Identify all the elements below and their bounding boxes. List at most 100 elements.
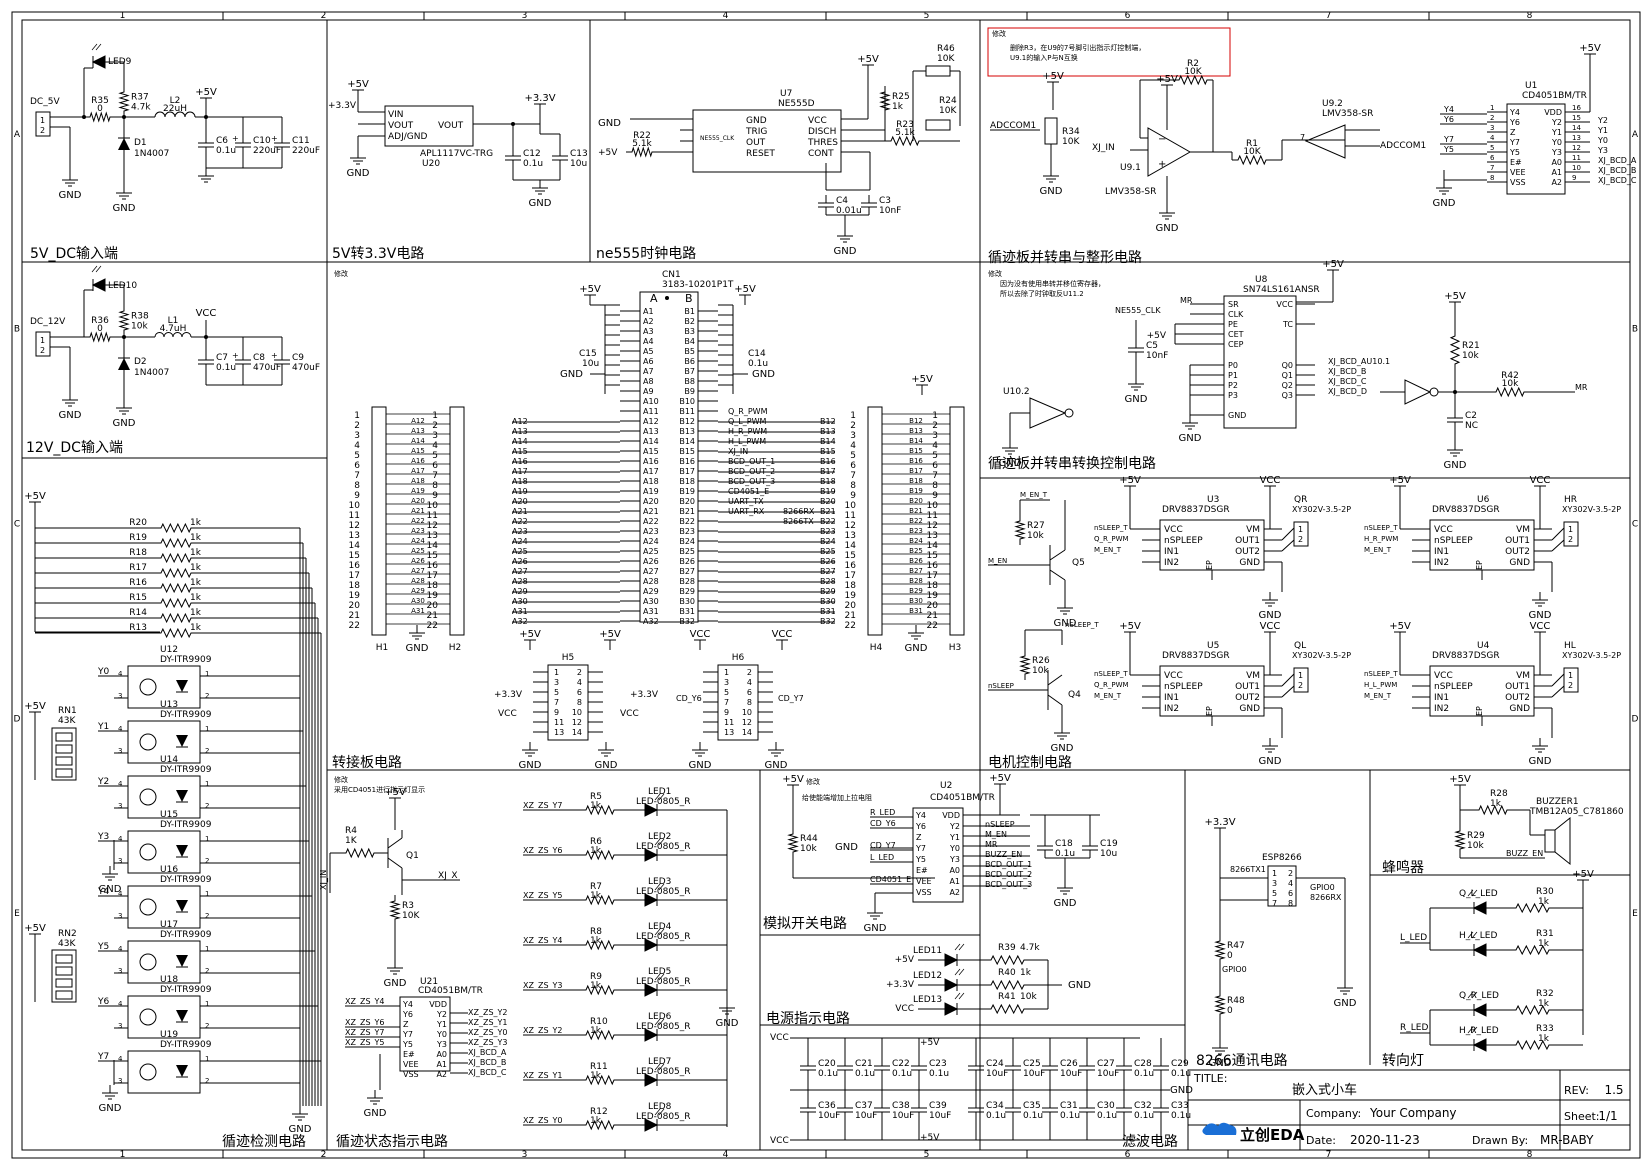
pin-number: 3 (1490, 124, 1494, 132)
net-label: nSLEEP_T (1094, 670, 1128, 678)
part-number: DY-ITR9909 (160, 930, 212, 940)
cap-ref: C38 (892, 1101, 910, 1111)
pin-number: 13 (1572, 134, 1581, 142)
resistor (118, 305, 130, 336)
diode-body (176, 1065, 188, 1077)
part-ref: U8 (1255, 275, 1268, 285)
resistor-value: 1k (1538, 897, 1550, 907)
pin-number: 6 (577, 688, 582, 697)
led-arrow (658, 1018, 665, 1026)
pin-number: 4 (432, 441, 438, 451)
pin-name: A22 (643, 517, 659, 526)
sensor-U17 (127, 940, 201, 984)
net-label: Y3 (97, 832, 109, 842)
net-label: ADCCOM1 (990, 121, 1036, 131)
pin-name: B3 (684, 327, 695, 336)
gnd-label: GND (905, 643, 928, 654)
resistor-ref: R28 (1490, 789, 1508, 799)
pin-number: 5 (554, 688, 559, 697)
power-label: VCC (1530, 621, 1551, 632)
diode-body (91, 278, 106, 292)
cap-value: 10uF (1060, 1069, 1082, 1079)
pin-number: 5 (932, 451, 938, 461)
pin-number: 7 (850, 471, 856, 481)
net-label: Y1 (97, 722, 109, 732)
resistor-ref: R19 (129, 533, 147, 543)
diode-body (176, 680, 188, 692)
resistor (155, 582, 197, 594)
led-arrow (658, 793, 665, 801)
section-title-s12v: 12V_DC输入端 (26, 440, 123, 456)
cap-value: 220uF (253, 146, 281, 156)
resistor-value: 1K (345, 836, 358, 846)
pin-number: 3 (354, 431, 360, 441)
net-label: L_LED (1400, 933, 1427, 943)
led-arrow (658, 973, 665, 981)
note-text: U9.1的输入P与N互换 (1010, 53, 1078, 62)
sensor-U19 (127, 1050, 201, 1094)
pin-name: Q1 (1282, 371, 1293, 380)
net-label: VCC (770, 1033, 789, 1043)
pin-number: 10 (572, 708, 582, 717)
pin-number: 5 (850, 451, 856, 461)
pin-name: VM (1516, 525, 1530, 535)
pin-name: A11 (643, 407, 659, 416)
cap-ref: C26 (1060, 1059, 1078, 1069)
cap-ref: C22 (892, 1059, 910, 1069)
polarity-mark: + (271, 351, 278, 360)
net-label: Y7 (97, 1052, 109, 1062)
pin-name: B5 (684, 347, 695, 356)
pin-number: 1 (1298, 525, 1303, 534)
net-label: M_EN (985, 830, 1007, 839)
resistor (155, 522, 197, 534)
led-arrow (654, 1108, 661, 1116)
net-label: MR (1575, 383, 1588, 392)
pin-name: P2 (1228, 381, 1238, 390)
pin-number: 1 (354, 411, 360, 421)
pin-number: 13 (349, 531, 360, 541)
pin-number: 2 (40, 126, 45, 135)
pin-name: IN2 (1434, 558, 1449, 568)
pin-number: 15 (1572, 114, 1581, 122)
resistor-ref: R30 (1536, 887, 1554, 897)
pin-name: A24 (643, 537, 659, 546)
drawing-title: 嵌入式小车 (1292, 1082, 1357, 1098)
pin-name: Y6 (402, 1010, 413, 1019)
gnd-label: GND (598, 118, 621, 129)
wire (1047, 674, 1063, 686)
column-marker: 3 (522, 11, 528, 21)
pin-number: 18 (927, 581, 939, 591)
resistor-value: 1k (590, 981, 602, 991)
power-label: +5V (24, 923, 46, 934)
pin-name: VSS (916, 888, 932, 897)
pot-r46 (925, 65, 951, 77)
net-label: Y2 (97, 777, 109, 787)
pin-name: Y4 (1509, 108, 1520, 117)
diode-body (944, 978, 959, 992)
wire (1047, 694, 1063, 706)
rn-value: 43K (58, 716, 76, 726)
note-text: 因为没有使用串转并移位寄存器， (1000, 279, 1105, 288)
pin-number: 12 (1572, 144, 1581, 152)
pin-number: 8 (1288, 899, 1293, 908)
pin-name: A19 (643, 487, 659, 496)
net-label: XZ_ZS_Y0 (523, 1116, 563, 1125)
pin-name: Y1 (1551, 128, 1562, 137)
resistor (626, 146, 658, 158)
led-arrow (654, 838, 661, 846)
net-label: GPIO0 (1222, 965, 1247, 974)
cap-value: 10u (582, 359, 599, 369)
pin-number: 9 (724, 708, 729, 717)
resistor (1019, 650, 1031, 680)
pin-name: A1 (1551, 168, 1562, 177)
resistor (155, 612, 197, 624)
led-ref: LED10 (108, 281, 137, 291)
cap-ref: C6 (216, 136, 228, 146)
cap-ref: C19 (1100, 839, 1118, 849)
resistor-ref: R27 (1027, 521, 1045, 531)
pin-number: 2 (205, 857, 209, 865)
pin-name: B20 (679, 497, 695, 506)
net-label: XJ_BCD_B (468, 1058, 506, 1067)
cap-value: 0.1u (855, 1069, 875, 1079)
part-ref: U18 (160, 975, 178, 985)
